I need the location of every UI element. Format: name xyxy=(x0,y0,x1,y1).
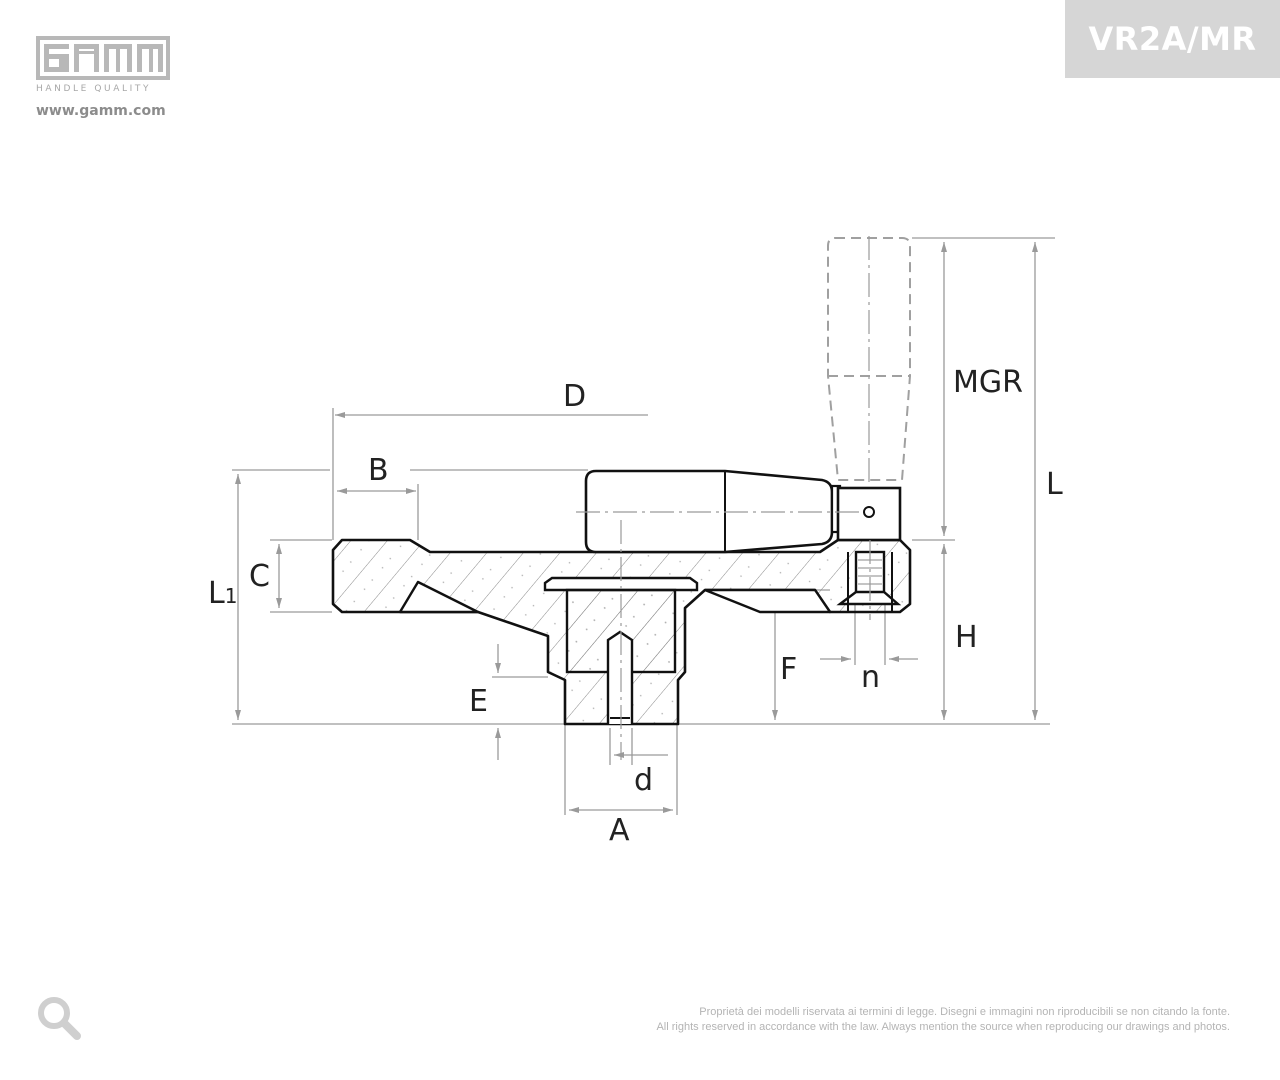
label-MGR: MGR xyxy=(953,365,1023,400)
brand-website: www.gamm.com xyxy=(36,103,166,119)
copyright-line-1: Proprietà dei modelli riservata ai termi… xyxy=(699,1006,1230,1018)
gamm-logo-mark xyxy=(36,36,170,80)
magnifier-icon[interactable] xyxy=(36,995,82,1046)
magnifier-icon-graphic xyxy=(38,997,81,1040)
label-d: d xyxy=(634,763,653,798)
label-L1: L1 xyxy=(208,576,237,611)
label-L1-sub: 1 xyxy=(225,584,238,608)
label-n: n xyxy=(861,660,880,695)
product-code-box: VR2A/MR xyxy=(1065,0,1280,78)
gamm-logo xyxy=(36,36,176,82)
label-H: H xyxy=(955,620,978,655)
label-L1-main: L xyxy=(208,576,225,611)
label-D: D xyxy=(563,379,586,414)
copyright-line-2: All rights reserved in accordance with t… xyxy=(656,1021,1230,1033)
copyright-notice: Proprietà dei modelli riservata ai termi… xyxy=(656,1005,1230,1035)
label-E: E xyxy=(469,684,488,719)
dimension-lines xyxy=(232,237,1055,815)
product-code: VR2A/MR xyxy=(1088,20,1257,58)
label-F: F xyxy=(780,652,797,687)
label-A: A xyxy=(609,813,630,848)
label-B: B xyxy=(368,453,389,488)
label-C: C xyxy=(249,559,270,594)
label-L: L xyxy=(1046,467,1063,502)
brand-tagline: HANDLE QUALITY xyxy=(36,84,152,94)
center-lines xyxy=(576,236,871,760)
